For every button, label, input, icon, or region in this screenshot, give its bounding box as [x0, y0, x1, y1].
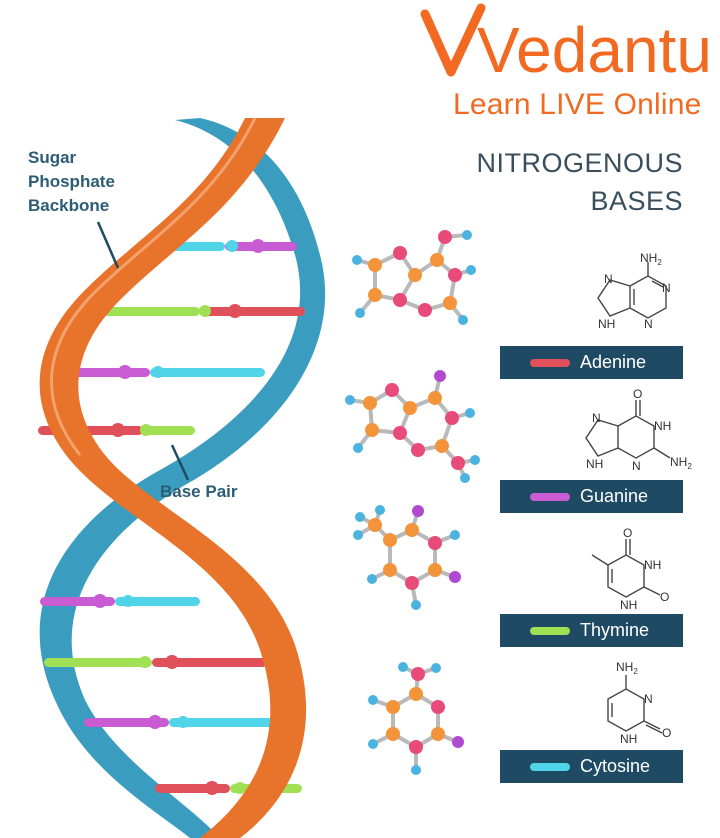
adenine-n2: N: [644, 317, 653, 331]
rung-5: [40, 594, 200, 608]
base-pair-pointer: [170, 444, 190, 481]
dna-double-helix: [38, 117, 326, 838]
page-title-line2: BASES: [590, 186, 683, 216]
sugar-phosphate-backbone-label: Sugar Phosphate Backbone: [28, 146, 168, 218]
thymine-nh: NH: [644, 558, 661, 572]
legend-cytosine: Cytosine: [500, 750, 683, 783]
backbone-pointer: [96, 221, 120, 269]
orange-strand: [39, 118, 307, 838]
guanine-nh2: NH: [670, 455, 687, 469]
thymine-swatch: [530, 626, 570, 635]
guanine-nh-ring: NH: [586, 457, 603, 471]
adenine-swatch: [530, 358, 570, 367]
guanine-swatch: [530, 492, 570, 501]
cytosine-nh2-sub: 2: [633, 667, 638, 676]
guanine-nh2-sub: 2: [687, 462, 692, 471]
cytosine-n: N: [644, 692, 653, 706]
adenine-3d-model: [352, 230, 476, 325]
thymine-o1: O: [623, 526, 632, 540]
cytosine-swatch: [530, 762, 570, 771]
legend-thymine-label: Thymine: [580, 620, 650, 640]
vedantu-logo: Vedantu: [420, 3, 712, 85]
adenine-structure: NH2 N N N NH: [597, 251, 671, 331]
thymine-nh-ring: NH: [620, 598, 637, 612]
backbone-label-line3: Backbone: [28, 196, 110, 215]
backbone-label-line2: Phosphate: [28, 172, 115, 191]
svg-text:NH2: NH2: [640, 251, 662, 267]
svg-text:NH2: NH2: [616, 660, 638, 676]
guanine-structure: O NH N N NH NH2: [585, 388, 692, 473]
cytosine-o: O: [662, 726, 671, 740]
cytosine-structure: NH2 N NH O: [607, 660, 671, 746]
legend-thymine: Thymine: [500, 614, 683, 647]
thymine-structure: O NH NH O: [591, 526, 669, 612]
legend-adenine-label: Adenine: [580, 352, 647, 372]
thymine-3d-model: [353, 505, 461, 610]
rung-6: [44, 655, 267, 669]
tagline: Learn LIVE Online: [453, 88, 702, 121]
cytosine-nh2: NH: [616, 660, 633, 674]
base-pair-label: Base Pair: [160, 482, 238, 501]
adenine-n1: N: [662, 281, 671, 295]
adenine-n3: N: [604, 272, 613, 286]
svg-text:NH2: NH2: [670, 455, 692, 471]
vedantu-logo-text: Vedantu: [477, 14, 712, 85]
guanine-nh: NH: [654, 419, 671, 433]
guanine-n1: N: [592, 411, 601, 425]
guanine-3d-model: [345, 370, 480, 483]
adenine-nh2-sub: 2: [657, 258, 662, 267]
legend-guanine: Guanine: [500, 480, 683, 513]
adenine-nh: NH: [598, 317, 615, 331]
cytosine-nh: NH: [620, 732, 637, 746]
page-title-line1: NITROGENOUS: [476, 148, 683, 178]
base-pair-rungs: [38, 239, 305, 795]
legend-cytosine-label: Cytosine: [580, 756, 651, 776]
rung-2: [90, 304, 305, 318]
guanine-o: O: [633, 388, 642, 401]
legend-adenine: Adenine: [500, 346, 683, 379]
blue-strand: [39, 118, 326, 838]
thymine-o2: O: [660, 590, 669, 604]
legend-guanine-label: Guanine: [580, 486, 649, 506]
backbone-label-line1: Sugar: [28, 148, 77, 167]
adenine-nh2: NH: [640, 251, 657, 265]
guanine-n2: N: [632, 459, 641, 473]
cytosine-3d-model: [368, 662, 464, 775]
